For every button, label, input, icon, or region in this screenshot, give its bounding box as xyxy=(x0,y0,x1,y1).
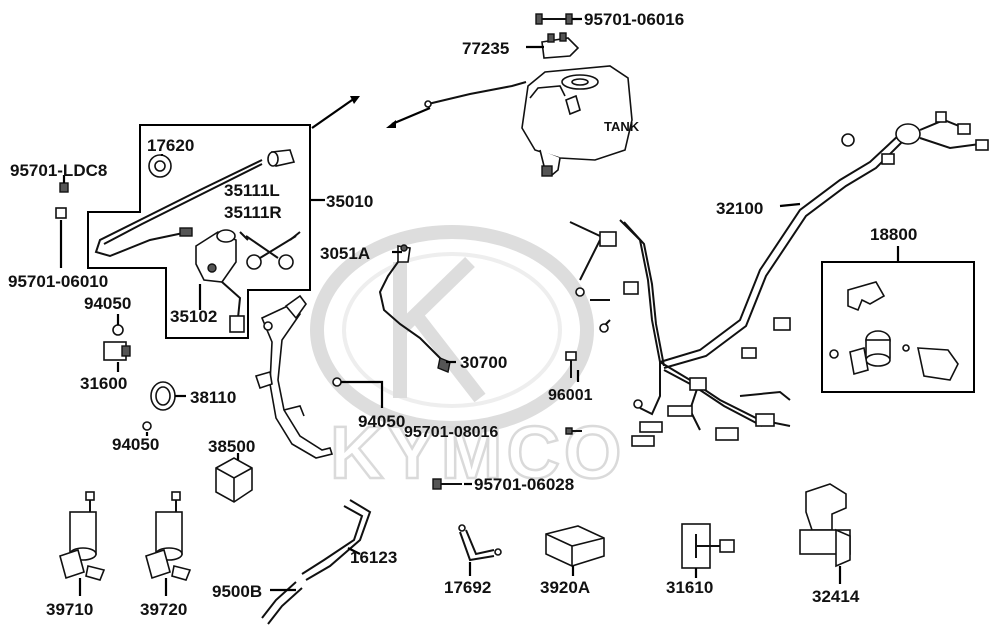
label-35111r: 35111R xyxy=(224,203,282,222)
screw-94050-mid xyxy=(332,377,342,387)
label-tank: TANK xyxy=(604,119,640,134)
label-95701-06016: 95701-06016 xyxy=(584,10,684,29)
kymco-watermark: KYMCO xyxy=(310,225,625,495)
label-95701-ldc8: 95701-LDC8 xyxy=(10,161,107,180)
keys-drawing xyxy=(239,231,301,270)
label-17620: 17620 xyxy=(147,136,194,155)
fuel-filter-18800 xyxy=(829,281,959,381)
label-39720: 39720 xyxy=(140,600,187,619)
label-17692: 17692 xyxy=(444,578,491,597)
label-95701-08016: 95701-08016 xyxy=(404,424,498,441)
screw-94050-top xyxy=(112,324,124,336)
screw-94050-bottom xyxy=(142,421,152,431)
label-35102: 35102 xyxy=(170,307,217,326)
ignition-switch-drawing xyxy=(195,229,245,333)
screw-95701-06010 xyxy=(55,207,67,268)
label-94050-top: 94050 xyxy=(84,294,131,313)
screw-95701-ldc8 xyxy=(59,182,69,193)
label-38110: 38110 xyxy=(190,388,236,407)
injector-39710 xyxy=(59,491,106,596)
label-95701-06028: 95701-06028 xyxy=(474,475,574,494)
label-3920a: 3920A xyxy=(540,578,590,597)
cable-30700 xyxy=(378,244,451,373)
intake-32414 xyxy=(799,483,851,584)
label-30700: 30700 xyxy=(460,353,507,372)
sensor-31610 xyxy=(681,523,735,578)
hose-16123 xyxy=(261,499,372,625)
part-labels: 95701-06016 77235 TANK 17620 95701-LDC8 … xyxy=(8,10,917,619)
label-32414: 32414 xyxy=(812,587,860,606)
cdi-3920a xyxy=(545,525,605,576)
group-outline-35010 xyxy=(87,124,311,339)
tank-cap-drawing xyxy=(541,32,580,59)
label-9500b: 9500B xyxy=(212,582,262,601)
injector-39720 xyxy=(145,491,192,596)
bolt-95701-06028 xyxy=(432,478,462,490)
seat-lock-cable-drawing xyxy=(94,159,263,258)
regulator-38500 xyxy=(215,457,253,503)
bolt-95701-08016 xyxy=(565,427,582,435)
label-39710: 39710 xyxy=(46,600,93,619)
label-3051a: 3051A xyxy=(320,244,370,263)
horn-38110 xyxy=(150,381,176,411)
relay-31600 xyxy=(103,341,131,361)
bolt-96001 xyxy=(565,351,577,378)
label-35010: 35010 xyxy=(326,192,373,211)
label-95701-06010: 95701-06010 xyxy=(8,272,108,291)
label-77235: 77235 xyxy=(462,39,509,58)
tank-cable-drawing xyxy=(311,81,527,129)
frame-bracket-drawing xyxy=(254,294,334,459)
grommet-17620 xyxy=(148,154,172,178)
label-94050-bottom: 94050 xyxy=(112,435,159,454)
bolt-95701-06016 xyxy=(535,13,573,25)
label-18800: 18800 xyxy=(870,225,917,244)
label-31600: 31600 xyxy=(80,374,127,393)
label-32100: 32100 xyxy=(716,199,763,218)
lock-cylinder-drawing xyxy=(267,149,296,167)
label-94050-mid: 94050 xyxy=(358,412,405,431)
label-96001: 96001 xyxy=(548,387,593,404)
wire-harness-32100 xyxy=(569,111,989,447)
label-16123: 16123 xyxy=(350,548,397,567)
label-38500: 38500 xyxy=(208,437,255,456)
hose-17692 xyxy=(458,524,502,576)
fuel-tank-drawing xyxy=(521,65,633,177)
label-31610: 31610 xyxy=(666,578,713,597)
leader-lines xyxy=(62,17,801,592)
watermark-text: KYMCO xyxy=(330,411,625,494)
label-35111l: 35111L xyxy=(224,181,280,200)
